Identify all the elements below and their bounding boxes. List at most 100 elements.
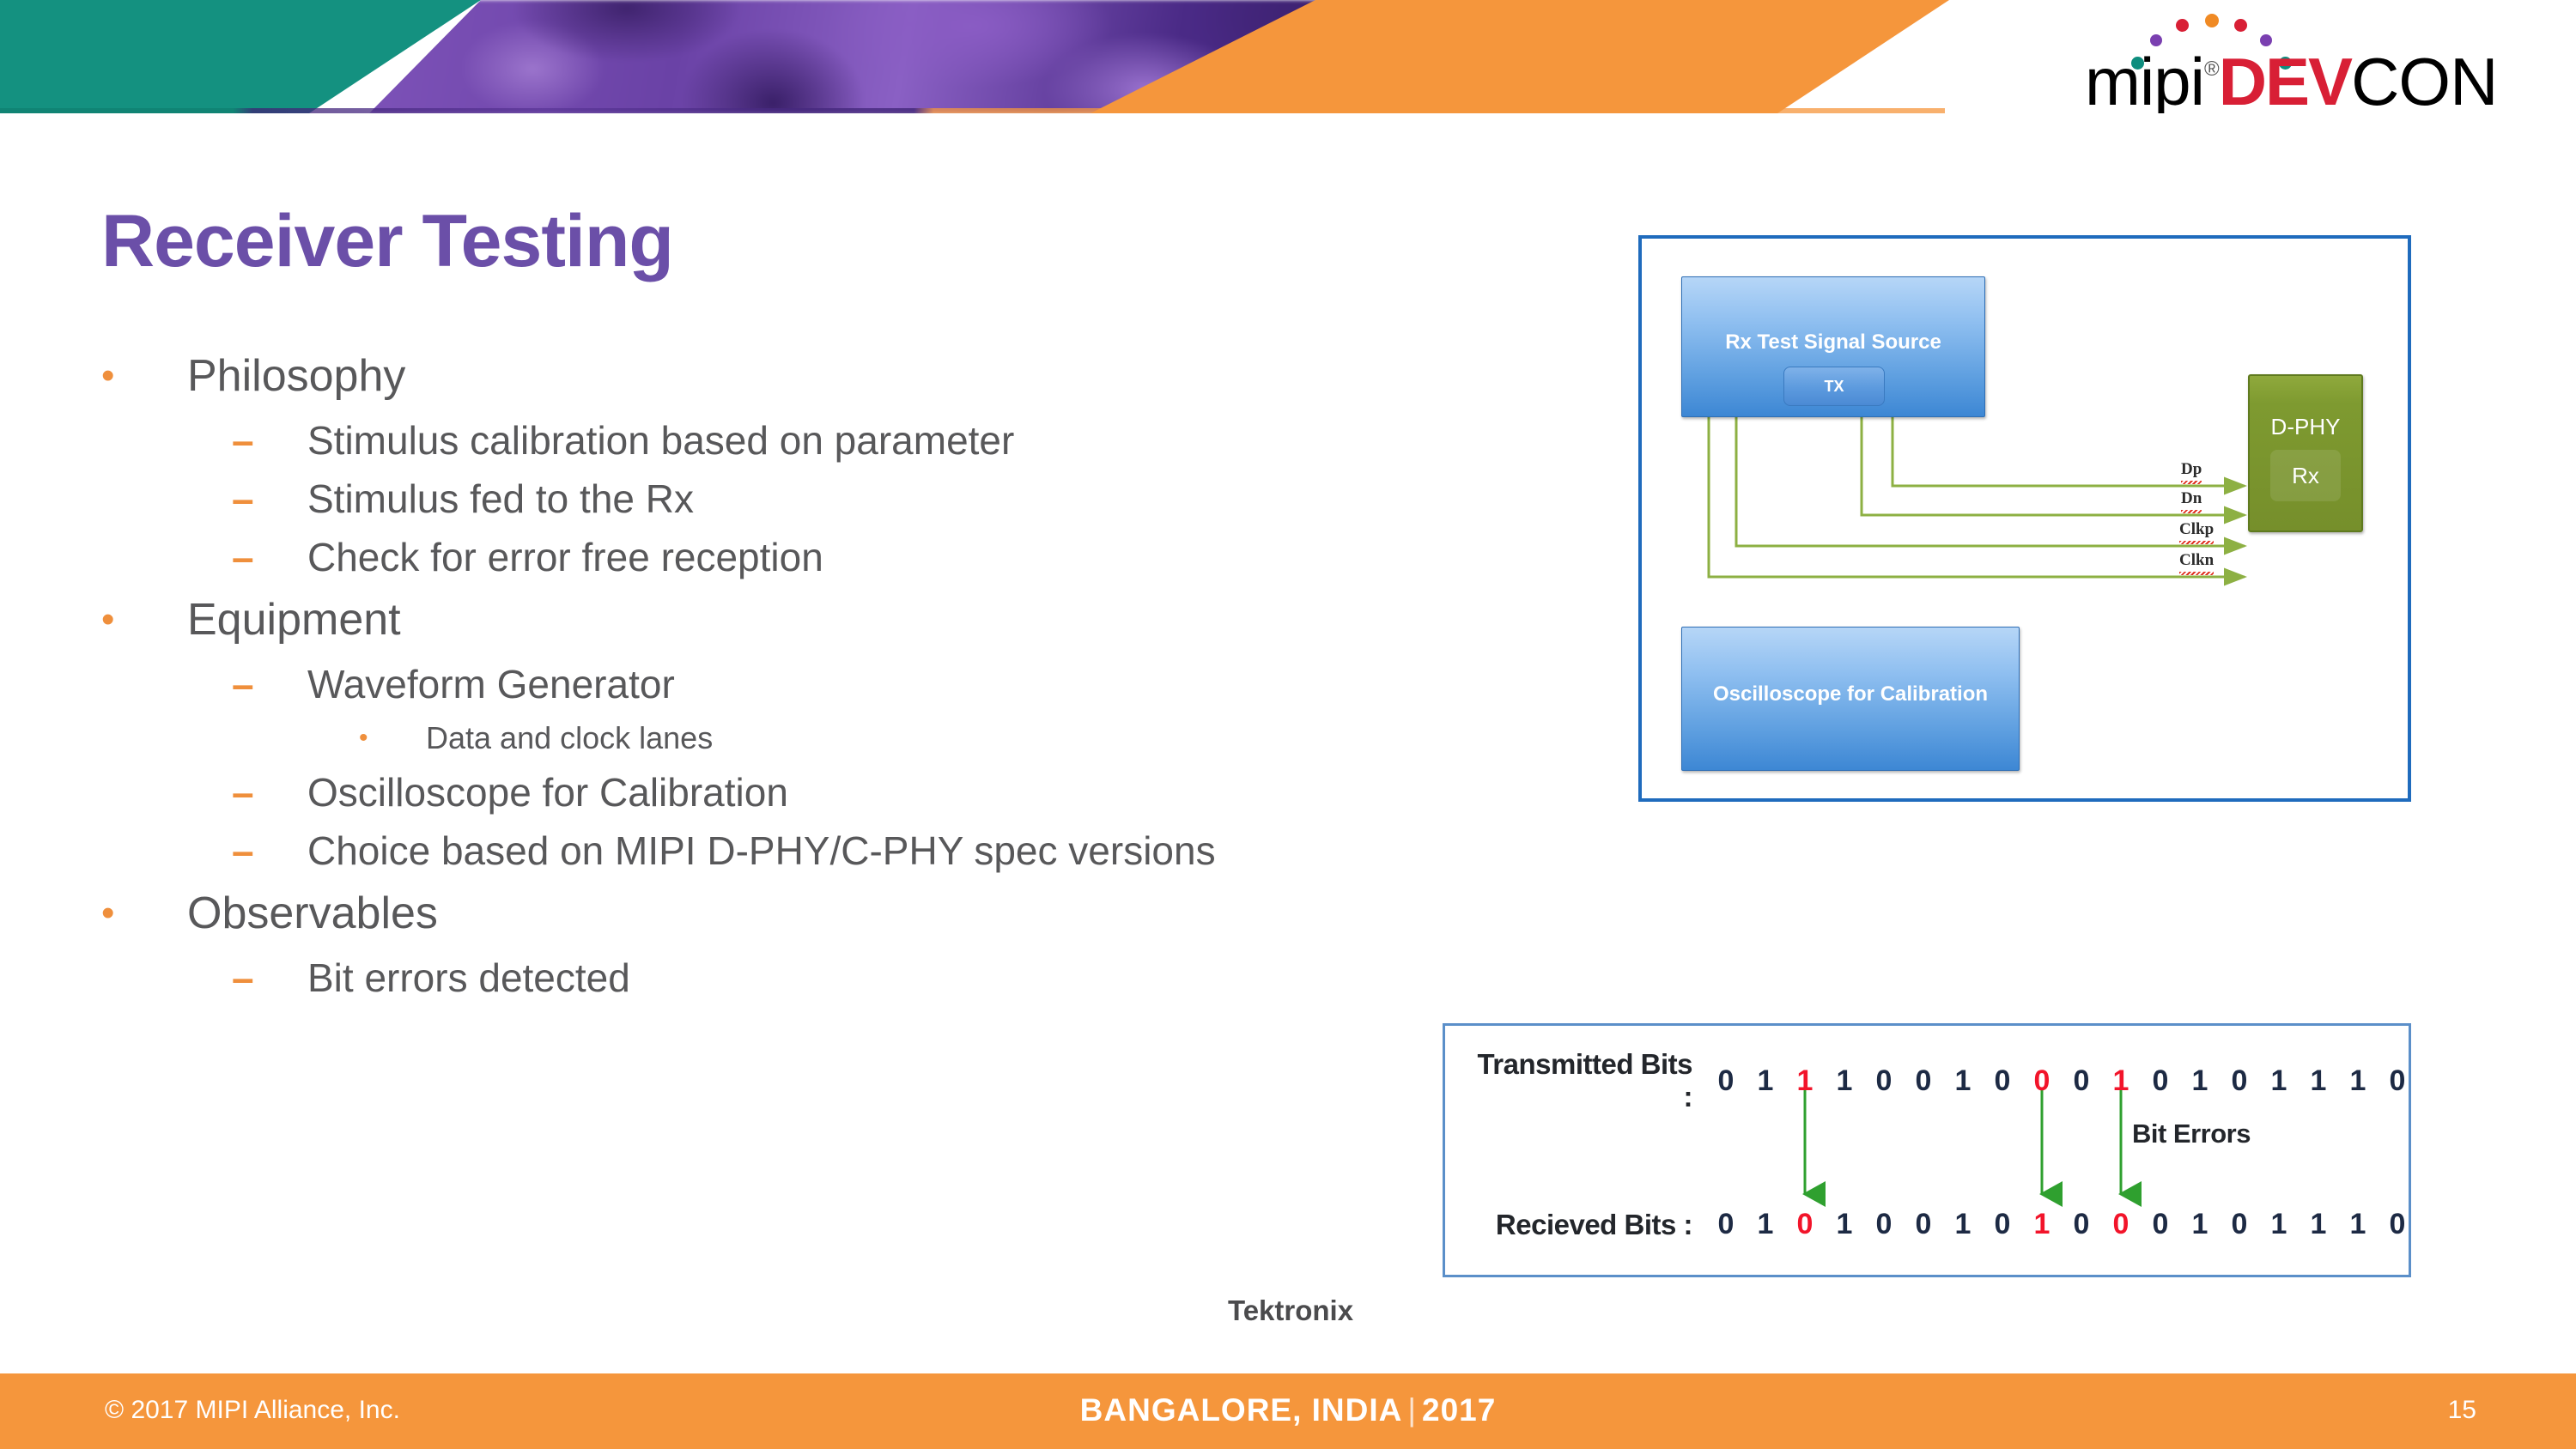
bit-value: 1 [1954, 1064, 1971, 1097]
bit-value: 0 [1796, 1208, 1814, 1240]
bit-error-arrows [1802, 1088, 2142, 1207]
bullet-marker-icon: • [101, 892, 115, 934]
dphy-rx-box: D-PHY Rx [2248, 374, 2363, 532]
bullet-marker-icon: – [232, 770, 254, 815]
bit-value: 0 [2231, 1208, 2248, 1240]
bullet-text: Equipment [187, 595, 401, 645]
mipi-devcon-logo: mipi®DEVCON [2059, 12, 2540, 113]
footer-page-number: 15 [2447, 1396, 2476, 1424]
logo-mipi-text: mipi [2085, 44, 2205, 113]
bullet-text: Data and clock lanes [426, 720, 714, 755]
footer-event-year: 2017 [1422, 1392, 1497, 1428]
bullet-item: •Observables [101, 881, 1613, 946]
bit-value: 1 [1836, 1064, 1853, 1097]
bit-value: 0 [2033, 1064, 2050, 1097]
bullet-text: Bit errors detected [307, 955, 630, 1000]
bit-value: 0 [2231, 1064, 2248, 1097]
bullet-marker-icon: – [232, 476, 254, 521]
signal-label-clkn: Clkn [2179, 551, 2215, 575]
bit-value: 0 [2073, 1064, 2090, 1097]
tx-chip-label: TX [1783, 367, 1885, 406]
bit-value: 0 [2112, 1208, 2129, 1240]
bit-value: 1 [1757, 1064, 1774, 1097]
received-bits-label: Recieved Bits : [1495, 1208, 1693, 1240]
receiver-test-setup-diagram: Rx Test Signal Source TX Oscilloscope fo… [1638, 235, 2411, 802]
transmitted-bits-label: Transmitted Bits : [1477, 1048, 1692, 1113]
bullet-item: –Waveform Generator [232, 656, 1613, 712]
bit-value: 1 [2349, 1208, 2366, 1240]
figure-caption-tektronix: Tektronix [1228, 1294, 1354, 1326]
bit-value: 1 [2191, 1064, 2208, 1097]
logo-dot-arc-icon [2126, 14, 2292, 70]
bit-value: 1 [1836, 1208, 1853, 1240]
bit-value: 0 [1915, 1064, 1932, 1097]
bullet-marker-icon: – [232, 535, 254, 579]
bullet-item: –Choice based on MIPI D-PHY/C-PHY spec v… [232, 822, 1613, 879]
bit-value: 1 [2033, 1208, 2050, 1240]
logo-dot-3 [2176, 19, 2189, 32]
header-bottom-edge [0, 108, 1945, 113]
signal-label-clkp: Clkp [2179, 520, 2215, 544]
bullet-item: • Philosophy [101, 343, 1613, 409]
logo-dot-1 [2131, 57, 2144, 70]
rx-chip-label: Rx [2270, 450, 2341, 501]
bullet-item: – Check for error free reception [232, 529, 1613, 585]
footer-event: BANGALORE, INDIA|2017 [0, 1392, 2576, 1428]
footer-event-city: BANGALORE, INDIA [1079, 1392, 1403, 1428]
bit-value: 1 [2310, 1064, 2327, 1097]
bit-value: 1 [1796, 1064, 1814, 1097]
bit-value: 0 [1875, 1208, 1893, 1240]
rx-test-signal-source-box: Rx Test Signal Source TX [1681, 276, 1985, 417]
scope-box-label: Oscilloscope for Calibration [1712, 682, 1989, 706]
bullet-marker-icon: – [232, 828, 254, 873]
logo-dot-4 [2205, 14, 2219, 27]
bit-value: 0 [1915, 1208, 1932, 1240]
bit-value: 0 [2073, 1208, 2090, 1240]
bit-value: 0 [1875, 1064, 1893, 1097]
bullet-text: Oscilloscope for Calibration [307, 770, 788, 815]
footer-copyright: © 2017 MIPI Alliance, Inc. [105, 1396, 400, 1424]
bullet-item: – Oscilloscope for Calibration [232, 764, 1613, 821]
bullet-item: • Equipment [101, 587, 1613, 652]
bit-value: 0 [1994, 1064, 2011, 1097]
bit-value: 1 [2191, 1208, 2208, 1240]
bit-value: 0 [2152, 1208, 2169, 1240]
bit-value: 0 [1717, 1064, 1735, 1097]
bullet-marker-icon: – [232, 955, 254, 1000]
bullet-marker-icon: • [101, 598, 115, 640]
bullet-marker-icon: – [232, 418, 254, 463]
footer-bar: © 2017 MIPI Alliance, Inc. BANGALORE, IN… [0, 1373, 2576, 1449]
bit-value: 1 [2310, 1208, 2327, 1240]
bullet-marker-icon: • [101, 355, 115, 397]
logo-dev-text: DEV [2218, 44, 2353, 113]
bit-value: 1 [2270, 1064, 2287, 1097]
bit-value: 0 [2389, 1208, 2406, 1240]
logo-dot-7 [2279, 57, 2292, 70]
bullet-text: Stimulus calibration based on parameter [307, 418, 1015, 463]
signal-wires [1707, 415, 2247, 586]
bit-value: 0 [1717, 1208, 1735, 1240]
bullet-text: Check for error free reception [307, 535, 823, 579]
bullet-marker-icon: • [359, 724, 368, 752]
bit-value: 1 [2270, 1208, 2287, 1240]
footer-separator: | [1407, 1392, 1418, 1428]
signal-label-dn: Dn [2181, 489, 2202, 513]
logo-registered-icon: ® [2204, 58, 2220, 81]
page-title: Receiver Testing [101, 200, 674, 282]
oscilloscope-box: Oscilloscope for Calibration [1681, 627, 2020, 771]
bullet-list: • Philosophy – Stimulus calibration based o… [101, 343, 1613, 1008]
source-box-label: Rx Test Signal Source [1725, 330, 1941, 354]
bit-value: 1 [2112, 1064, 2129, 1097]
bullet-text: Philosophy [187, 351, 406, 401]
dphy-box-label: D-PHY [2270, 414, 2341, 440]
bullet-item: –Stimulus fed to the Rx [232, 470, 1613, 527]
bit-value: 0 [1994, 1208, 2011, 1240]
bit-value: 0 [2389, 1064, 2406, 1097]
signal-label-dp: Dp [2181, 460, 2202, 484]
bullet-marker-icon: – [232, 662, 254, 706]
bullet-item: – Stimulus calibration based on parameter [232, 412, 1613, 469]
